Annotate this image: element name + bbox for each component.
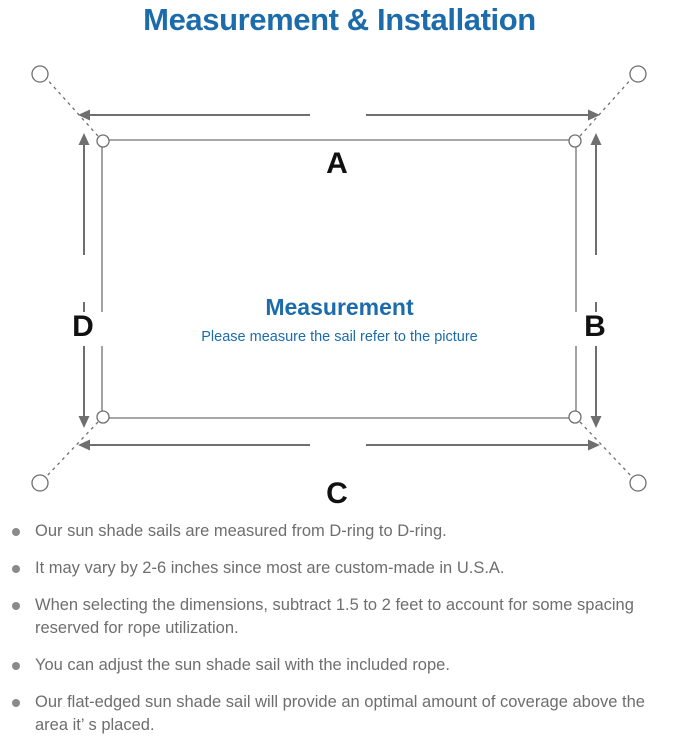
dimension-label-c: C bbox=[313, 479, 361, 511]
list-item-text: Our sun shade sails are measured from D-… bbox=[35, 522, 447, 540]
list-item: When selecting the dimensions, subtract … bbox=[0, 594, 679, 640]
bullet-icon bbox=[12, 602, 20, 610]
diagram-center-subtitle: Please measure the sail refer to the pic… bbox=[201, 329, 478, 345]
list-item-text: When selecting the dimensions, subtract … bbox=[35, 596, 634, 637]
d-ring-bottom-left bbox=[96, 410, 110, 424]
list-item-text: Our flat-edged sun shade sail will provi… bbox=[35, 693, 645, 734]
list-item: You can adjust the sun shade sail with t… bbox=[0, 654, 679, 677]
sun-shade-sail-measurement-diagram: Measurement Please measure the sail refe… bbox=[0, 50, 679, 511]
list-item: Our sun shade sails are measured from D-… bbox=[0, 520, 679, 543]
anchor-point-top-left bbox=[31, 65, 99, 137]
bullet-icon bbox=[12, 528, 20, 536]
dimension-label-d: D bbox=[62, 312, 104, 346]
d-ring-bottom-right bbox=[568, 410, 582, 424]
bullet-icon bbox=[12, 662, 20, 670]
notes-list: Our sun shade sails are measured from D-… bbox=[0, 520, 679, 737]
list-item-text: You can adjust the sun shade sail with t… bbox=[35, 656, 450, 674]
dimension-label-b: B bbox=[574, 312, 616, 346]
anchor-point-bottom-right bbox=[579, 421, 647, 492]
bullet-icon bbox=[12, 565, 20, 573]
page-title: Measurement & Installation bbox=[143, 2, 536, 37]
anchor-point-top-right bbox=[579, 65, 647, 137]
anchor-point-bottom-left bbox=[31, 421, 99, 492]
list-item: Our flat-edged sun shade sail will provi… bbox=[0, 691, 679, 737]
d-ring-top-right bbox=[568, 134, 582, 148]
sail-outline bbox=[101, 139, 577, 419]
list-item-text: It may vary by 2-6 inches since most are… bbox=[35, 559, 505, 577]
d-ring-top-left bbox=[96, 134, 110, 148]
bullet-icon bbox=[12, 699, 20, 707]
dimension-label-a: A bbox=[313, 149, 361, 181]
diagram-center-title: Measurement bbox=[265, 294, 414, 320]
list-item: It may vary by 2-6 inches since most are… bbox=[0, 557, 679, 580]
